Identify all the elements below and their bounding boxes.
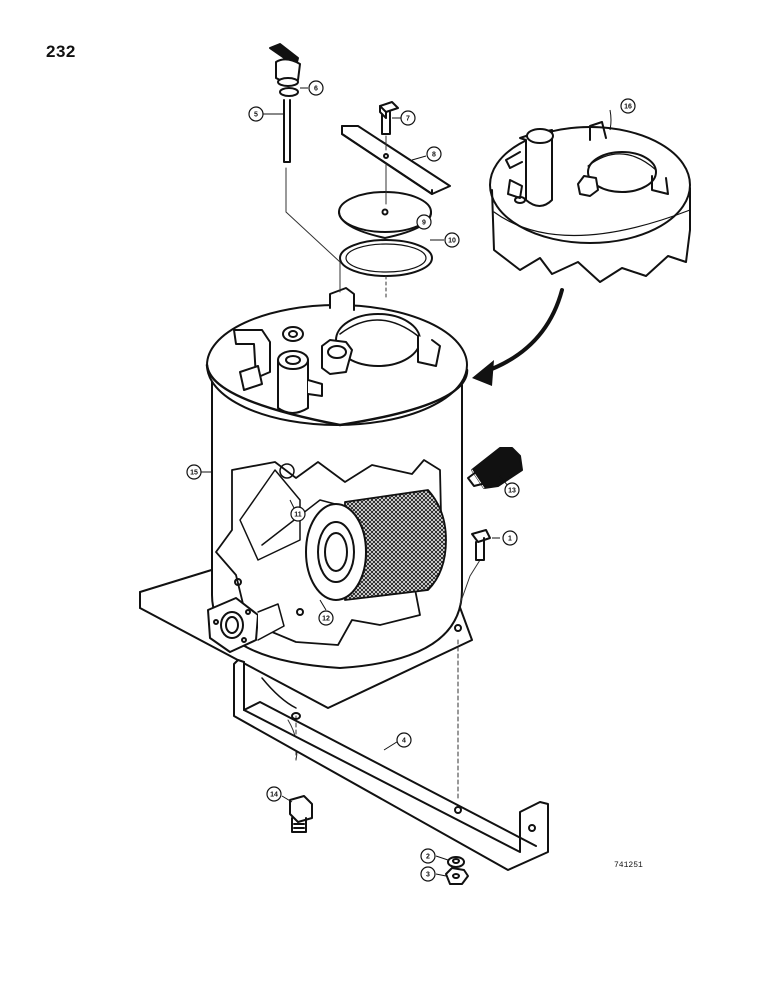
callout-13-circle	[504, 482, 520, 498]
callout-16-circle	[620, 98, 636, 114]
callout-14-circle	[266, 786, 282, 802]
callout-5-circle	[248, 106, 264, 122]
o-ring	[279, 87, 299, 97]
callout-7-label: 7	[406, 116, 410, 123]
drain-plug	[289, 795, 313, 823]
filter-element	[344, 489, 447, 601]
callout-15-label: 15	[190, 470, 198, 477]
callout-4-label: 4	[402, 738, 406, 745]
detail-arrow	[482, 288, 564, 374]
callout-6-circle	[308, 80, 324, 96]
page-number: 232	[46, 42, 76, 61]
callout-10-circle	[444, 232, 460, 248]
drawing-code: 741251	[614, 861, 643, 870]
callouts	[186, 80, 636, 882]
gasket	[339, 239, 433, 277]
callout-10-label: 10	[448, 238, 456, 245]
dipstick-rod	[283, 99, 291, 163]
hex-nut	[445, 867, 469, 885]
callout-2-circle	[420, 848, 436, 864]
callout-3-circle	[420, 866, 436, 882]
callout-1-circle	[502, 530, 518, 546]
callout-15-circle	[186, 464, 202, 480]
callout-9-label: 9	[422, 220, 426, 227]
callout-14-label: 14	[270, 792, 278, 799]
callout-5-label: 5	[254, 112, 258, 119]
lid-detail-view	[489, 121, 691, 283]
callout-13-label: 13	[508, 488, 516, 495]
callout-8-circle	[426, 146, 442, 162]
breather	[471, 447, 523, 489]
bolt-1	[471, 529, 491, 543]
callout-11-circle	[290, 506, 306, 522]
callout-1-label: 1	[508, 536, 512, 543]
callout-12-label: 12	[322, 616, 330, 623]
callout-9-circle	[416, 214, 432, 230]
callout-8-label: 8	[432, 152, 436, 159]
mounting-bracket	[233, 659, 549, 871]
callout-4-circle	[396, 732, 412, 748]
callout-11-label: 11	[294, 512, 302, 519]
callout-7-circle	[400, 110, 416, 126]
callout-6-label: 6	[314, 86, 318, 93]
callout-3-label: 3	[426, 872, 430, 879]
cover-plate	[338, 191, 432, 233]
callout-2-label: 2	[426, 854, 430, 861]
callout-12-circle	[318, 610, 334, 626]
bolt-7	[379, 101, 399, 113]
callout-16-label: 16	[624, 104, 632, 111]
